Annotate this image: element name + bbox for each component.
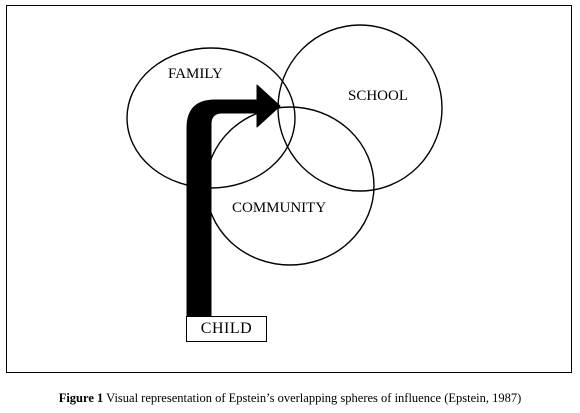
school-label: SCHOOL [348,88,409,104]
family-label: FAMILY [168,66,223,82]
child-box: CHILD [186,316,267,342]
community-label: COMMUNITY [232,200,327,216]
figure-caption: Figure 1 Visual representation of Epstei… [0,391,580,406]
caption-text: Visual representation of Epstein’s overl… [103,391,522,405]
child-influence-arrow [186,84,281,317]
figure-frame [6,5,572,373]
child-label: CHILD [200,320,253,337]
figure-number: Figure 1 [58,391,104,405]
